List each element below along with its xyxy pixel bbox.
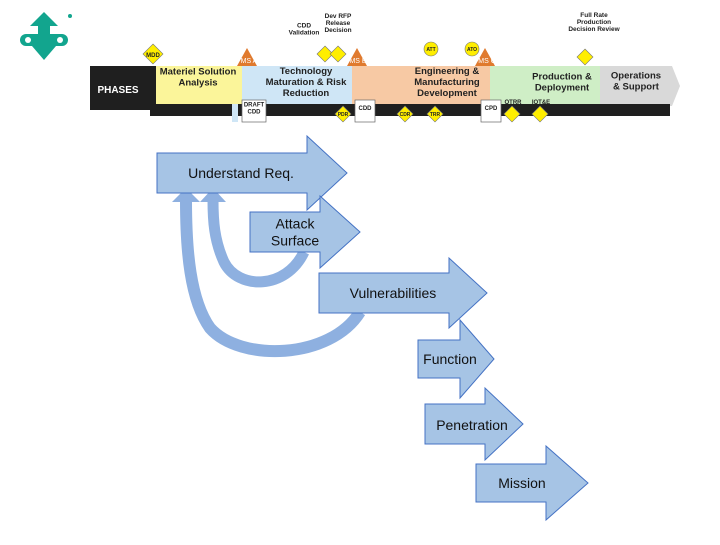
- event-label: ATT: [426, 47, 435, 53]
- phases-bar: [90, 66, 156, 110]
- loop-arrowhead-icon: [172, 188, 200, 202]
- event-label: PDR: [338, 112, 349, 118]
- step-label: Mission: [498, 475, 545, 491]
- phase-label: Operations& Support: [611, 71, 661, 93]
- step-label: Function: [423, 351, 477, 367]
- milestone-label: MS B: [349, 58, 366, 65]
- phase-label: Production &Deployment: [532, 72, 592, 94]
- document-cdd-icon: [354, 99, 376, 123]
- decision-label: MDD: [146, 53, 160, 59]
- milestone-b-icon: [347, 48, 367, 66]
- milestone-a-icon: [237, 48, 257, 66]
- decision-diamond-icon: [576, 48, 594, 66]
- step-vulnerabilities: Vulnerabilities: [318, 256, 488, 330]
- event-ioteE-icon: [531, 105, 549, 123]
- step-arrow-shape: [417, 318, 495, 400]
- step-arrow-shape: [249, 194, 361, 270]
- decision-diamond-icon: [329, 45, 347, 63]
- feedback-loop-outer: [180, 199, 366, 358]
- document-label: CDD: [359, 106, 373, 112]
- event-pdr-icon: [334, 105, 352, 123]
- event-trr-icon: [426, 105, 444, 123]
- loop-arrowhead-icon: [200, 188, 226, 202]
- logo-icon: [20, 12, 72, 60]
- event-otrr-icon: [503, 105, 521, 123]
- event-label: IOT&E: [532, 100, 550, 106]
- decision-diamond-icon: [316, 45, 334, 63]
- phases-label: PHASES: [97, 85, 138, 96]
- event-label: TRR: [430, 112, 441, 118]
- document-cpd-icon: [480, 99, 502, 123]
- step-function: Function: [417, 318, 495, 400]
- milestone-label: MS C: [478, 58, 496, 65]
- step-arrow-shape: [475, 444, 589, 522]
- step-label: Understand Req.: [188, 165, 294, 181]
- phase-band-4: [490, 66, 600, 106]
- feedback-loop-inner: [207, 199, 309, 288]
- step-arrow-shape: [156, 134, 348, 212]
- step-penetration: Penetration: [424, 386, 524, 462]
- phase-band-5: [600, 66, 680, 106]
- step-arrow-shape: [318, 256, 488, 330]
- milestone-c-icon: [475, 48, 495, 66]
- step-mission: Mission: [475, 444, 589, 522]
- feedback-loops: [172, 188, 366, 358]
- event-cdr-icon: [396, 105, 414, 123]
- event-ato-icon: [464, 41, 480, 57]
- step-arrow-shape: [424, 386, 524, 462]
- step-label: Vulnerabilities: [350, 285, 437, 301]
- milestone-label: MS A: [241, 58, 258, 65]
- document-label: CPD: [485, 106, 498, 112]
- decision-diamond-icon: [142, 43, 164, 65]
- event-label: CDR: [400, 112, 411, 118]
- event-att-icon: [423, 41, 439, 57]
- phase-band-1: [150, 66, 242, 106]
- event-label: OTRR: [505, 100, 523, 106]
- step-understand-requirements: Understand Req.: [156, 134, 348, 212]
- phase-band-3: [352, 66, 490, 106]
- step-label: Penetration: [436, 417, 508, 433]
- document-draft-cdd-icon: [241, 99, 267, 123]
- event-label: ATO: [467, 47, 477, 53]
- phase-band-2: [242, 66, 352, 106]
